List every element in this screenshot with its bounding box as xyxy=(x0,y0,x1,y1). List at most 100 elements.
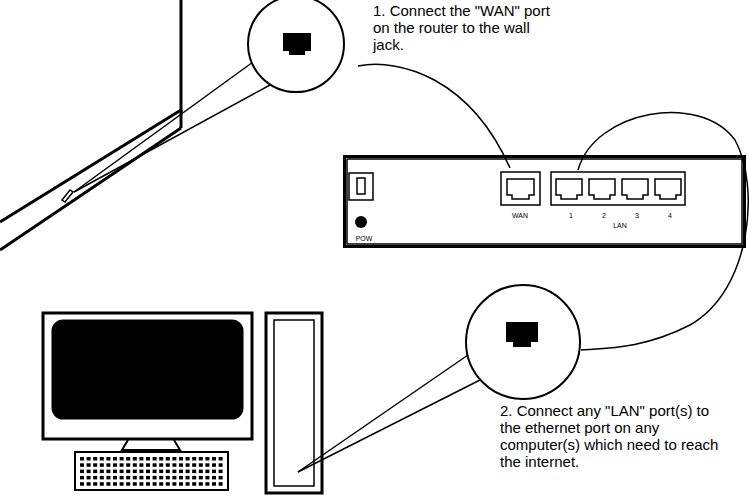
keyboard-key xyxy=(219,476,223,480)
keyboard-key xyxy=(166,476,170,480)
ethernet-port-icon xyxy=(283,33,311,55)
baseboard xyxy=(0,128,181,250)
wan-port xyxy=(501,172,540,205)
keyboard-key xyxy=(146,470,150,474)
keyboard-key xyxy=(192,463,196,467)
power-jack-inner xyxy=(357,178,365,194)
keyboard-key xyxy=(106,463,110,467)
keyboard-key xyxy=(106,470,110,474)
keyboard-key xyxy=(172,463,176,467)
keyboard-key xyxy=(179,470,183,474)
keyboard-key xyxy=(166,463,170,467)
keyboard-key xyxy=(159,463,163,467)
keyboard-key xyxy=(93,457,97,461)
keyboard-key xyxy=(159,476,163,480)
keyboard-key xyxy=(80,482,84,486)
tower xyxy=(266,313,322,493)
keyboard-key xyxy=(172,482,176,486)
keyboard-key xyxy=(113,463,117,467)
keyboard-key xyxy=(179,482,183,486)
keyboard-key xyxy=(133,457,137,461)
keyboard xyxy=(75,452,228,490)
monitor-stand xyxy=(122,440,180,450)
keyboard-key xyxy=(133,463,137,467)
tower-panel xyxy=(274,320,314,486)
keyboard-key xyxy=(192,470,196,474)
keyboard-key xyxy=(100,457,104,461)
keyboard-key xyxy=(80,470,84,474)
wall-edge xyxy=(180,0,183,112)
keyboard-key xyxy=(153,470,157,474)
power-label: POW xyxy=(356,235,373,243)
keyboard-key xyxy=(100,482,104,486)
keyboard-key xyxy=(100,463,104,467)
keyboard-key xyxy=(100,470,104,474)
port-number: 3 xyxy=(635,212,639,220)
keyboard-key xyxy=(186,463,190,467)
lan-socket xyxy=(556,179,582,199)
keyboard-key xyxy=(153,463,157,467)
keyboard-key xyxy=(139,470,143,474)
keyboard-key xyxy=(153,476,157,480)
keyboard-key xyxy=(192,476,196,480)
keyboard-key xyxy=(199,476,203,480)
keyboard-key xyxy=(146,476,150,480)
keyboard-key xyxy=(172,470,176,474)
keyboard-key xyxy=(166,457,170,461)
ethernet-port-icon xyxy=(506,322,538,347)
magnifier-circle xyxy=(248,0,344,92)
keyboard-key xyxy=(205,476,209,480)
keyboard-key xyxy=(212,463,216,467)
keyboard-key xyxy=(139,463,143,467)
keyboard-key xyxy=(87,457,91,461)
keyboard-key xyxy=(179,476,183,480)
keyboard-key xyxy=(186,457,190,461)
keyboard-key xyxy=(205,470,209,474)
wall-base xyxy=(0,110,181,222)
leader-line xyxy=(74,62,253,192)
keyboard-key xyxy=(153,482,157,486)
keyboard-key xyxy=(120,482,124,486)
keyboard-key xyxy=(120,476,124,480)
keyboard-key xyxy=(93,476,97,480)
wan-socket xyxy=(507,179,534,199)
keyboard-key xyxy=(199,463,203,467)
keyboard-key xyxy=(192,457,196,461)
keyboard-key xyxy=(80,457,84,461)
keyboard-key xyxy=(212,476,216,480)
keyboard-key xyxy=(186,470,190,474)
keyboard-key xyxy=(212,457,216,461)
keyboard-key xyxy=(133,470,137,474)
cable xyxy=(358,64,510,168)
lan-socket xyxy=(655,179,681,199)
keyboard-key xyxy=(159,457,163,461)
port-group-label: LAN xyxy=(613,222,627,230)
keyboard-key xyxy=(172,457,176,461)
lan-socket xyxy=(589,179,615,199)
keyboard-key xyxy=(186,476,190,480)
keyboard-key xyxy=(199,470,203,474)
keyboard-key xyxy=(166,470,170,474)
router-box: POWWAN1234LAN xyxy=(343,155,746,248)
keyboard-key xyxy=(100,476,104,480)
keyboard-key xyxy=(87,482,91,486)
keyboard-key xyxy=(106,476,110,480)
keyboard-key xyxy=(199,482,203,486)
leader-line xyxy=(298,380,480,472)
keyboard-key xyxy=(87,463,91,467)
keyboard-key xyxy=(120,463,124,467)
keyboard-key xyxy=(205,482,209,486)
keyboard-key xyxy=(199,457,203,461)
keyboard-key xyxy=(93,470,97,474)
lan-socket xyxy=(622,179,648,199)
keyboard-key xyxy=(166,482,170,486)
keyboard-key xyxy=(113,476,117,480)
keyboard-key xyxy=(146,463,150,467)
keyboard-key xyxy=(139,482,143,486)
keyboard-key xyxy=(186,482,190,486)
keyboard-key xyxy=(80,463,84,467)
power-jack xyxy=(349,173,373,200)
keyboard-key xyxy=(106,482,110,486)
instruction-text: 2. Connect any "LAN" port(s) to the ethe… xyxy=(500,402,732,470)
keyboard-key xyxy=(87,470,91,474)
